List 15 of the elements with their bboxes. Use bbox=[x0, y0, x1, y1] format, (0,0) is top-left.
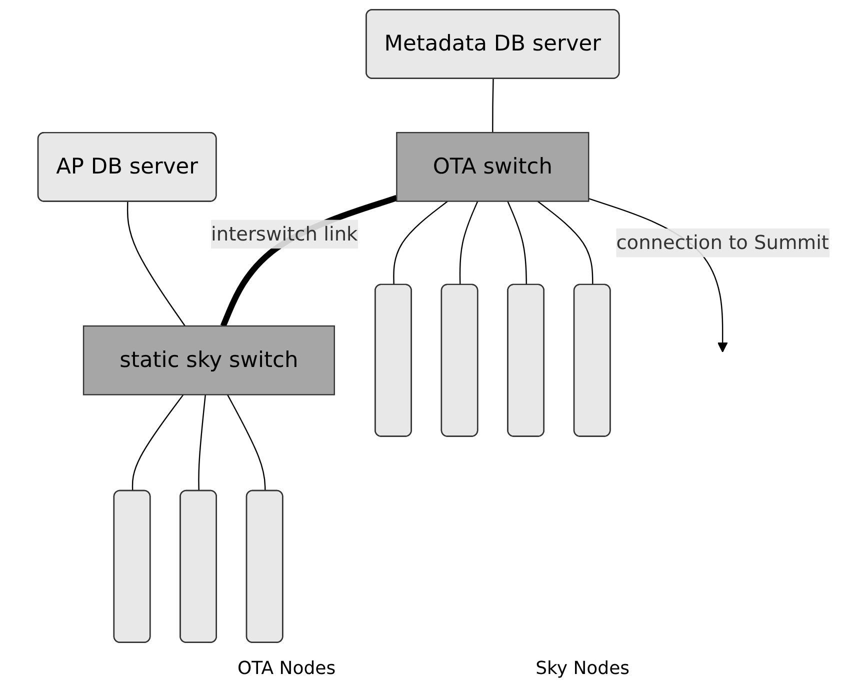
connector bbox=[393, 200, 448, 286]
connector bbox=[132, 394, 184, 492]
connector bbox=[459, 201, 478, 286]
connector bbox=[226, 394, 266, 492]
group-caption: OTA Nodes bbox=[237, 658, 336, 679]
connector bbox=[198, 394, 206, 492]
node-box: static sky switch bbox=[82, 325, 335, 396]
connector bbox=[507, 201, 527, 286]
node-box: OTA switch bbox=[396, 132, 590, 202]
connector bbox=[126, 202, 186, 326]
connector bbox=[537, 200, 594, 286]
connector bbox=[492, 78, 494, 133]
group-caption: Sky Nodes bbox=[536, 658, 630, 679]
edge-label: interswitch link bbox=[210, 222, 358, 246]
edge-label: connection to Summit bbox=[616, 230, 829, 254]
